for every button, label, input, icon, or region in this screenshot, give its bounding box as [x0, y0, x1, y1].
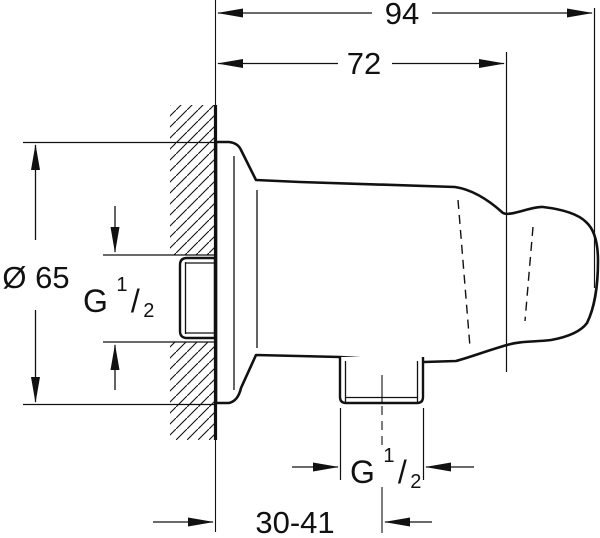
inlet-thread-nipple	[178, 256, 217, 340]
dim-diameter-label: Ø 65	[2, 260, 69, 295]
outlet-thread-label: G 1 / 2	[350, 445, 421, 493]
extension-lines	[23, 8, 596, 480]
dimension-lines	[31, 8, 593, 527]
dim-94-label: 94	[385, 0, 419, 31]
dim-72-label: 72	[347, 46, 381, 81]
dim-range-label: 30-41	[255, 505, 334, 538]
holder-body-outline	[214, 140, 600, 405]
hidden-cone-dashed-lines	[457, 199, 534, 348]
wall-hatching	[170, 105, 215, 440]
inlet-thread-label: G 1 / 2	[83, 274, 154, 322]
